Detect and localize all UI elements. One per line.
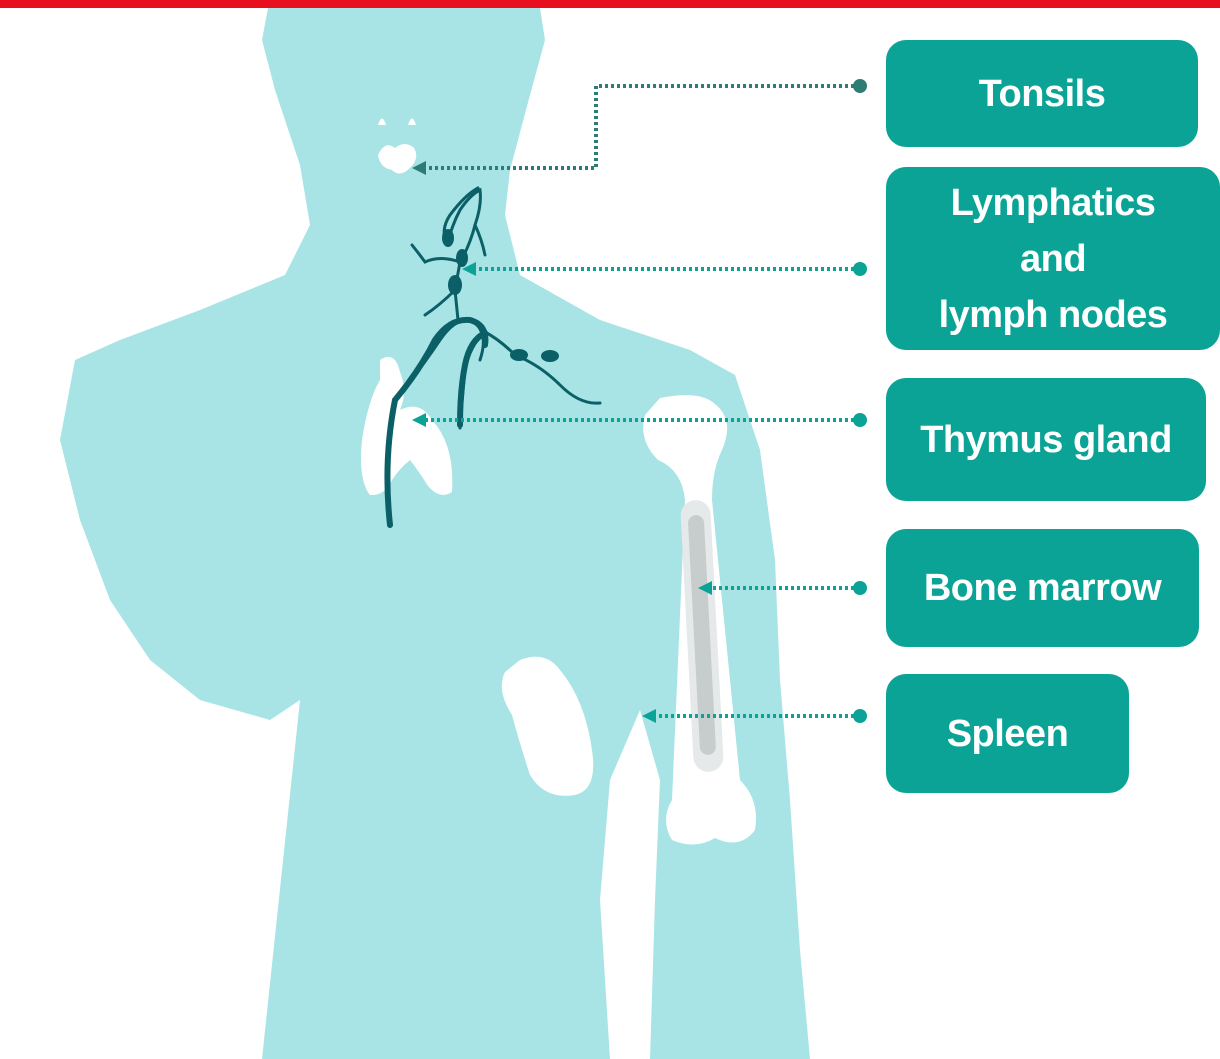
left-arm-gap	[130, 715, 200, 1059]
label-lymphatics-line3: lymph nodes	[939, 287, 1168, 343]
label-tonsils: Tonsils	[886, 40, 1198, 147]
connector-dot-bone-marrow	[853, 581, 867, 595]
label-spleen-text: Spleen	[947, 706, 1069, 762]
connector-dot-thymus	[853, 413, 867, 427]
connector-dot-tonsils	[853, 79, 867, 93]
label-thymus: Thymus gland	[886, 378, 1206, 501]
label-thymus-text: Thymus gland	[920, 412, 1172, 468]
label-bone-marrow: Bone marrow	[886, 529, 1199, 647]
connector-dot-spleen	[853, 709, 867, 723]
label-bone-marrow-text: Bone marrow	[924, 560, 1161, 616]
label-tonsils-text: Tonsils	[979, 66, 1106, 122]
label-spleen: Spleen	[886, 674, 1129, 793]
label-lymphatics: Lymphatics and lymph nodes	[886, 167, 1220, 350]
label-lymphatics-line2: and	[1020, 231, 1086, 287]
connector-dot-lymphatics	[853, 262, 867, 276]
label-lymphatics-line1: Lymphatics	[951, 175, 1156, 231]
